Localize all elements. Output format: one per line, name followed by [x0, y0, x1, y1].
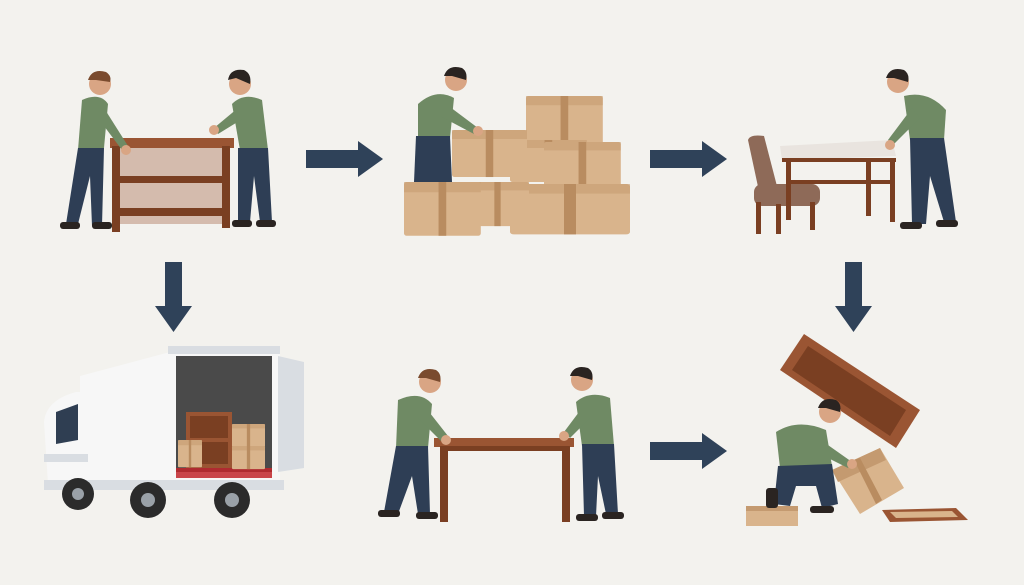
- mover-icon: [378, 369, 451, 519]
- mover-icon: [60, 71, 131, 229]
- table-icon: [780, 140, 896, 222]
- step-assemble-furniture: [746, 334, 968, 526]
- arrow-down-2: [835, 262, 872, 332]
- mover-icon: [559, 367, 624, 521]
- board-icon: [882, 508, 968, 522]
- cabinet-icon: [780, 334, 920, 448]
- mover-icon: [414, 67, 483, 182]
- arrow-right-1: [306, 141, 383, 177]
- mover-icon: [766, 399, 857, 513]
- shelf-icon: [110, 138, 234, 232]
- mover-icon: [885, 69, 958, 229]
- mover-icon: [209, 69, 276, 227]
- step-carry-table: [378, 367, 624, 522]
- step-pack-boxes: [404, 67, 630, 236]
- arrow-right-3: [650, 433, 727, 469]
- step-load-truck: [44, 346, 304, 518]
- table-icon: [434, 438, 574, 522]
- step-move-table-chair: [748, 69, 958, 234]
- step-carry-shelf: [60, 69, 276, 232]
- arrow-down-1: [155, 262, 192, 332]
- arrow-right-2: [650, 141, 727, 177]
